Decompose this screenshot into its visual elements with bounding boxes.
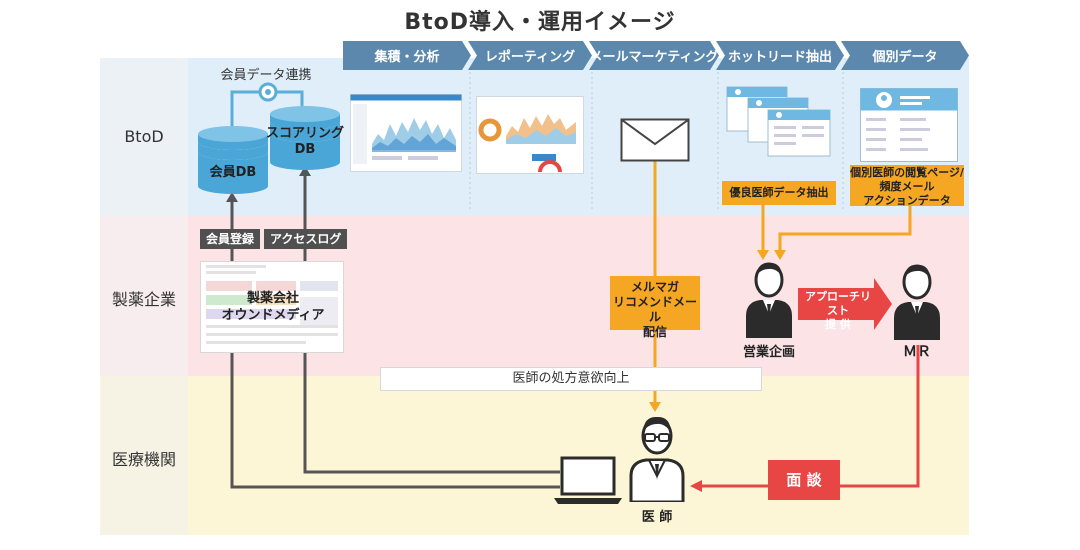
row-header-btod [100,58,188,216]
row-label-medical: 医療機関 [111,450,176,469]
analysis-dashboard-thumb [350,94,462,172]
individual-arrow [778,204,912,252]
row-label-pharma: 製薬企業 [111,290,176,309]
approach-arrow [798,278,892,330]
row-label-btod: BtoD [124,127,164,146]
step-mail-marketing: メールマーケティング [589,41,719,70]
individual-action-label: 個別医師の閲覧ページ/ 頻度メール アクションデータ [850,165,964,207]
sales-planning-label: 営業企画 [742,345,795,360]
scoring-db-label: スコアリング DB [265,126,344,157]
scoring-db-cylinder [270,106,340,170]
sales-planning-person-icon [746,262,792,338]
member-data-link-label: 会員データ連携 [220,68,312,83]
member-db-cylinder [198,126,268,194]
doctor-label: 医 師 [641,510,673,525]
approach-label: アプローチリスト 提 供 [805,290,871,331]
medical-band [188,376,969,535]
step-analysis: 集積・分析 [343,41,471,70]
mail-icon [620,118,690,162]
owned-media-thumb [200,261,344,353]
step-individual-data: 個別データ [841,41,969,70]
mr-label: ＭＲ [903,344,931,360]
member-db-label: 会員DB [209,165,257,180]
good-doctor-label: 優良医師データ抽出 [722,181,836,205]
reporting-dashboard-thumb [476,96,584,174]
hot-lead-cards [726,86,831,157]
diagram-title: BtoD導入・運用イメージ [404,10,676,35]
member-registration-label: 会員登録 [200,229,261,249]
step-hot-lead: ホットリード抽出 [716,41,844,70]
access-log-label: アクセスログ [264,229,348,249]
owned-media-label: 製薬会社 オウンドメディア [221,291,325,323]
step-reporting: レポーティング [468,41,592,70]
row-header-pharma [100,216,188,376]
laptop-icon [554,456,622,504]
doctor-person-icon [629,416,685,502]
newsletter-label: メルマガ リコメンドメール 配信 [610,276,700,339]
row-header-medical [100,376,188,535]
interview-label: 面 談 [768,460,840,500]
motivation-bar: 医師の処方意欲向上 [380,367,762,391]
mr-person-icon [894,264,940,340]
individual-data-card [860,88,958,162]
